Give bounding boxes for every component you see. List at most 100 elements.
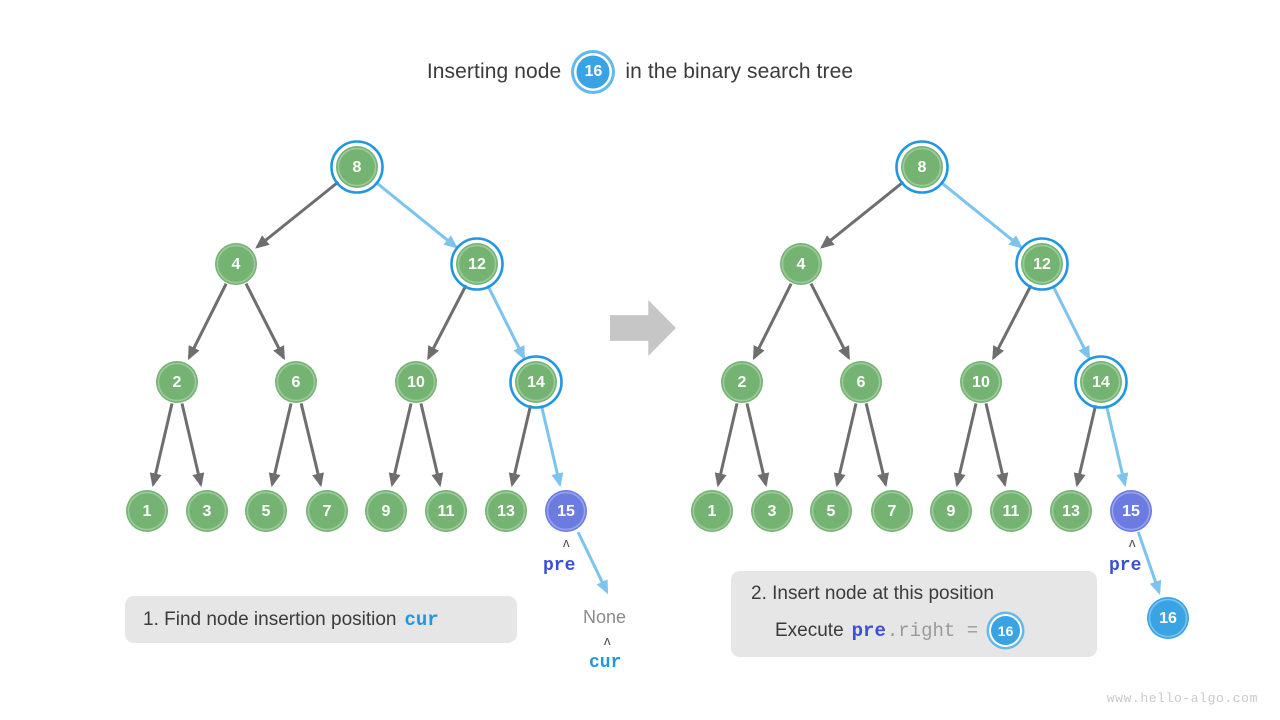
tree-node-label: 6: [857, 374, 866, 391]
tree-node-label: 11: [438, 503, 455, 520]
tree-edge-8-to-12: [938, 179, 1023, 249]
tree-edge-14-to-15: [1104, 403, 1129, 488]
tree-edge-10-to-9: [388, 403, 413, 488]
cur-caret-left: ʌ: [604, 633, 611, 648]
tree-node-4: 4: [780, 243, 822, 285]
tree-node-14: 14: [509, 355, 563, 409]
tree-edge-6-to-5: [268, 403, 293, 488]
tree-node-4: 4: [215, 243, 257, 285]
pre-caret-right: ʌ: [1129, 535, 1136, 550]
tree-node-16: 16: [1147, 597, 1189, 639]
tree-edge-2-to-1: [149, 403, 174, 488]
page-title: Inserting node 16 in the binary search t…: [0, 50, 1280, 94]
tree-node-11: 11: [990, 490, 1032, 532]
tree-node-14: 14: [1074, 355, 1128, 409]
tree-node-7: 7: [306, 490, 348, 532]
tree-edge-dangling-left-0: [576, 531, 609, 595]
tree-node-9: 9: [365, 490, 407, 532]
caption-right-line1: 2. Insert node at this position: [751, 583, 994, 604]
tree-node-label: 11: [1003, 503, 1020, 520]
tree-node-label: 12: [468, 256, 486, 273]
tree-edge-8-to-4: [255, 179, 341, 249]
tree-node-label: 10: [972, 374, 990, 391]
tree-node-label: 2: [738, 374, 747, 391]
none-label-left: None: [583, 607, 627, 627]
caption-right-node-badge-16: 16: [989, 614, 1023, 647]
tree-edge-4-to-2: [752, 283, 793, 361]
tree-node-2: 2: [156, 361, 198, 403]
tree-node-label: 16: [1159, 610, 1177, 627]
tree-edge-12-to-14: [485, 283, 526, 361]
tree-edge-4-to-6: [244, 282, 286, 361]
tree-edge-6-to-7: [299, 403, 324, 488]
tree-node-label: 13: [1062, 503, 1080, 520]
tree-node-6: 6: [275, 361, 317, 403]
tree-node-15: 15: [545, 490, 587, 532]
caption-right-line2: Execute pre .right = 16: [751, 614, 1097, 647]
tree-node-13: 13: [485, 490, 527, 532]
tree-node-label: 2: [173, 374, 182, 391]
tree-node-label: 14: [1092, 374, 1110, 391]
tree-node-label: 4: [797, 256, 806, 273]
tree-node-3: 3: [186, 490, 228, 532]
tree-edge-12-to-10: [992, 282, 1034, 361]
tree-edge-8-to-12: [373, 179, 458, 249]
cur-label-left: cur: [589, 653, 622, 673]
tree-node-label: 7: [323, 503, 332, 520]
caption-right-code-right-assign: .right =: [886, 619, 979, 642]
tree-node-label: 4: [232, 256, 241, 273]
tree-edge-2-to-3: [180, 403, 205, 488]
tree-node-label: 7: [888, 503, 897, 520]
tree-edge-10-to-11: [984, 403, 1009, 488]
tree-node-13: 13: [1050, 490, 1092, 532]
tree-node-2: 2: [721, 361, 763, 403]
watermark: www.hello-algo.com: [1106, 691, 1258, 706]
tree-edge-14-to-13: [1073, 403, 1098, 488]
tree-node-label: 8: [353, 159, 362, 176]
tree-node-label: 13: [497, 503, 515, 520]
tree-node-label: 12: [1033, 256, 1051, 273]
tree-edge-2-to-3: [745, 403, 770, 488]
tree-node-label: 3: [768, 503, 777, 520]
pre-label-right: pre: [1109, 556, 1142, 576]
tree-node-5: 5: [245, 490, 287, 532]
tree-node-6: 6: [840, 361, 882, 403]
tree-edge-2-to-1: [714, 403, 739, 488]
tree-node-8: 8: [330, 140, 384, 194]
tree-node-label: 10: [407, 374, 425, 391]
tree-node-5: 5: [810, 490, 852, 532]
caption-step-2: 2. Insert node at this position Execute …: [731, 571, 1097, 657]
tree-node-label: 15: [557, 503, 575, 520]
pre-caret-left: ʌ: [563, 535, 570, 550]
tree-node-10: 10: [960, 361, 1002, 403]
tree-edge-14-to-15: [539, 403, 564, 488]
tree-node-label: 14: [527, 374, 545, 391]
caption-right-execute-label: Execute: [775, 619, 844, 641]
tree-edge-10-to-11: [419, 403, 444, 488]
tree-node-label: 8: [918, 159, 927, 176]
tree-node-1: 1: [126, 490, 168, 532]
tree-node-7: 7: [871, 490, 913, 532]
tree-edge-6-to-7: [864, 403, 889, 488]
tree-edge-4-to-2: [187, 283, 228, 361]
transition-arrow-icon: [610, 300, 676, 356]
title-prefix: Inserting node: [426, 60, 562, 83]
tree-node-12: 12: [1015, 237, 1069, 291]
tree-edge-14-to-13: [508, 403, 533, 488]
tree-node-label: 1: [143, 503, 152, 520]
caption-right-code-pre: pre: [851, 619, 886, 642]
tree-node-3: 3: [751, 490, 793, 532]
tree-node-8: 8: [895, 140, 949, 194]
title-node-badge-16: 16: [574, 53, 613, 91]
tree-edge-4-to-6: [809, 282, 851, 361]
tree-edge-12-to-10: [427, 282, 469, 361]
tree-edge-6-to-5: [833, 403, 858, 488]
tree-edge-10-to-9: [953, 403, 978, 488]
tree-node-label: 15: [1122, 503, 1140, 520]
caption-left-text: 1. Find node insertion position: [143, 608, 397, 630]
tree-node-label: 9: [382, 503, 391, 520]
tree-edge-8-to-4: [820, 179, 906, 249]
